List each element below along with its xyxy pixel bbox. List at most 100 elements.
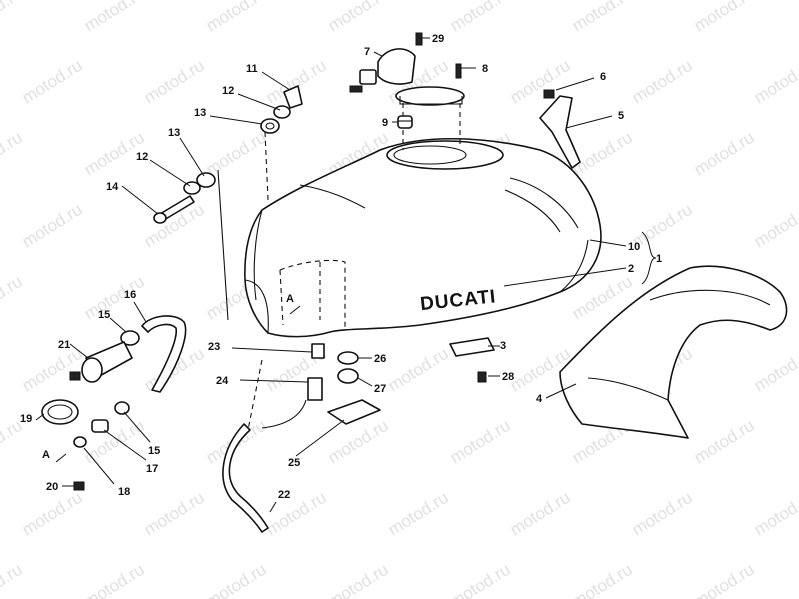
watermark-text: motod.ru (0, 560, 26, 599)
callout-20: 20 (46, 481, 58, 493)
callout-13-top: 13 (194, 107, 206, 119)
grommet-13-bottom (196, 172, 216, 188)
callout-15-top: 15 (98, 309, 110, 321)
watermark-text: motod.ru (19, 200, 86, 252)
watermark-text: motod.ru (203, 128, 270, 180)
callout-1: 1 (656, 253, 662, 265)
callout-3: 3 (500, 340, 506, 352)
callout-22: 22 (278, 489, 290, 501)
callout-23: 23 (208, 341, 220, 353)
nut-27 (337, 368, 359, 384)
callout-14: 14 (106, 181, 119, 193)
callout-29: 29 (432, 33, 444, 45)
bolt-20 (73, 481, 85, 491)
fuel-pump-21 (69, 341, 133, 383)
callout-10: 10 (628, 241, 640, 253)
clip-11 (283, 85, 303, 109)
grommet-9 (397, 115, 413, 129)
watermark-text: motod.ru (385, 488, 452, 540)
watermark-text: motod.ru (385, 344, 452, 396)
seat-cover (559, 265, 788, 439)
callout-labels: 1 2 3 4 5 6 7 8 9 10 11 12 13 13 12 14 1… (20, 33, 662, 501)
callout-5: 5 (618, 110, 624, 122)
watermark-text: motod.ru (691, 560, 758, 599)
watermark-text: motod.ru (447, 0, 514, 35)
watermark-text: motod.ru (0, 128, 26, 180)
callout-15-bottom: 15 (148, 445, 160, 457)
watermark-text: motod.ru (751, 488, 799, 540)
drain-hose-22 (222, 423, 269, 533)
watermark-text: motod.ru (203, 0, 270, 35)
callout-8: 8 (482, 63, 488, 75)
watermark-text: motod.ru (325, 560, 392, 599)
bracket-3 (449, 337, 495, 357)
leader-lines (35, 37, 657, 513)
watermark-text: motod.ru (263, 488, 330, 540)
callout-6: 6 (600, 71, 606, 83)
callout-9: 9 (382, 117, 388, 129)
watermark-text: motod.ru (19, 488, 86, 540)
fitting-17 (91, 419, 109, 433)
callout-24: 24 (216, 375, 229, 387)
watermark-text: motod.ru (629, 488, 696, 540)
fitting-24 (261, 377, 323, 429)
callout-25: 25 (288, 457, 300, 469)
watermark-text: motod.ru (0, 0, 26, 35)
watermark-text: motod.ru (691, 0, 758, 35)
watermark-text: motod.ru (629, 56, 696, 108)
bolt-14 (153, 195, 195, 224)
callout-4: 4 (536, 393, 543, 405)
callout-19: 19 (20, 413, 32, 425)
watermark-text: motod.ru (751, 344, 799, 396)
clamp-15-top (120, 330, 140, 346)
bolt-8 (455, 63, 462, 79)
watermark-text: motod.ru (507, 488, 574, 540)
watermark-text: motod.ru (751, 56, 799, 108)
view-marker-pump-label: A (42, 449, 50, 461)
watermark-text: motod.ru (569, 0, 636, 35)
watermark-text: motod.ru (141, 488, 208, 540)
callout-26: 26 (374, 353, 386, 365)
washer-12-top (273, 105, 291, 119)
watermark-text: motod.ru (81, 0, 148, 35)
callout-17: 17 (146, 463, 158, 475)
view-marker-tank-label: A (286, 293, 294, 305)
watermark-text: motod.ru (447, 560, 514, 599)
watermark-text: motod.ru (447, 416, 514, 468)
watermark-text: motod.ru (691, 128, 758, 180)
pad-25 (327, 399, 381, 425)
clamp-15-bottom (114, 401, 130, 415)
clamp-19 (41, 399, 79, 425)
bolt-28 (477, 371, 487, 383)
callout-2: 2 (628, 263, 634, 275)
callout-16: 16 (124, 289, 136, 301)
watermark-text: motod.ru (19, 344, 86, 396)
nut-26 (337, 351, 359, 365)
watermark-text: motod.ru (141, 56, 208, 108)
callout-18: 18 (118, 486, 130, 498)
watermark-text: motod.ru (81, 560, 148, 599)
watermark-text: motod.ru (81, 416, 148, 468)
fuel-tank: DUCATI (244, 94, 602, 338)
bracket-5 (539, 89, 581, 169)
watermark-text: motod.ru (0, 272, 26, 324)
watermark-text: motod.ru (569, 560, 636, 599)
callout-7: 7 (364, 46, 370, 58)
watermark-text: motod.ru (203, 560, 270, 599)
watermark-text: motod.ru (569, 128, 636, 180)
fuel-hose-16 (141, 315, 187, 393)
view-marker-pump: A (42, 449, 67, 463)
callout-27: 27 (374, 383, 386, 395)
filler-cap (349, 48, 465, 106)
washer-18 (73, 436, 87, 448)
callout-21: 21 (58, 339, 70, 351)
grommet-13-top (260, 118, 280, 134)
watermark-text: motod.ru (751, 200, 799, 252)
fitting-23 (311, 343, 325, 359)
callout-13-bottom: 13 (168, 127, 180, 139)
view-marker-tank: A (286, 293, 301, 315)
watermark-text: motod.ru (325, 416, 392, 468)
callout-11: 11 (246, 63, 258, 75)
bolt-29 (415, 32, 423, 46)
